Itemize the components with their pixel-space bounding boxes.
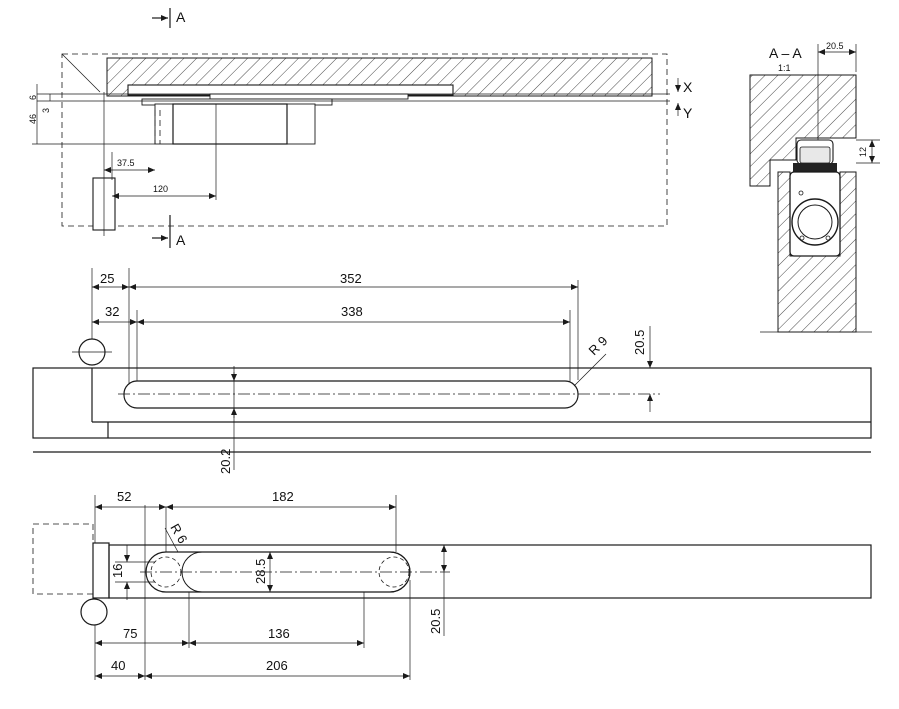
dim-37-5: 37.5 — [117, 158, 135, 168]
top-view: A 6 3 46 37.5 120 — [28, 8, 693, 248]
dim-182: 182 — [272, 489, 294, 504]
section-frame — [749, 74, 857, 187]
dim-40: 40 — [111, 658, 125, 673]
dim-136: 136 — [268, 626, 290, 641]
dim-46: 46 — [28, 114, 38, 124]
section-dim-12: 12 — [858, 147, 868, 157]
section-title: A – A — [769, 45, 802, 61]
dim-16: 16 — [110, 564, 125, 578]
dim-28-5: 28.5 — [253, 559, 268, 584]
dim-25: 25 — [100, 271, 114, 286]
dim-3: 3 — [41, 108, 51, 113]
bottom-view: 52 182 R 6 16 28.5 75 136 20.5 40 206 — [32, 489, 872, 680]
dim-20-5-bottom: 20.5 — [428, 609, 443, 634]
dim-20-5-mid: 20.5 — [632, 330, 647, 355]
radius-r6: R 6 — [167, 521, 190, 546]
dim-206: 206 — [266, 658, 288, 673]
middle-view: 25 352 32 338 R 9 20.5 20.2 — [32, 268, 872, 474]
door-top-profile — [108, 544, 872, 599]
section-mark-label-2: A — [176, 232, 186, 248]
dim-338: 338 — [341, 304, 363, 319]
dim-20-2: 20.2 — [218, 449, 233, 474]
section-rail — [793, 163, 837, 172]
radius-r9: R 9 — [586, 333, 611, 358]
dim-32: 32 — [105, 304, 119, 319]
label-x: X — [683, 79, 693, 95]
section-view: A – A 1:1 20.5 12 — [749, 41, 880, 333]
door-outline — [61, 53, 668, 227]
closer-body — [172, 103, 288, 145]
label-y: Y — [683, 105, 693, 121]
section-mark-top: A — [152, 8, 186, 28]
door-side-profile — [32, 367, 872, 439]
dim-352: 352 — [340, 271, 362, 286]
dim-120: 120 — [153, 184, 168, 194]
section-dim-20-5: 20.5 — [826, 41, 844, 51]
pivot-circle-bottom — [80, 598, 108, 626]
dim-52: 52 — [117, 489, 131, 504]
dim-6: 6 — [28, 95, 38, 100]
slot-outline — [123, 380, 579, 409]
section-scale: 1:1 — [778, 63, 791, 73]
dim-75: 75 — [123, 626, 137, 641]
section-mark-bottom: A — [152, 215, 186, 248]
pivot-bracket — [92, 542, 110, 599]
section-mark-label: A — [176, 9, 186, 25]
frame-dashed — [32, 523, 94, 595]
